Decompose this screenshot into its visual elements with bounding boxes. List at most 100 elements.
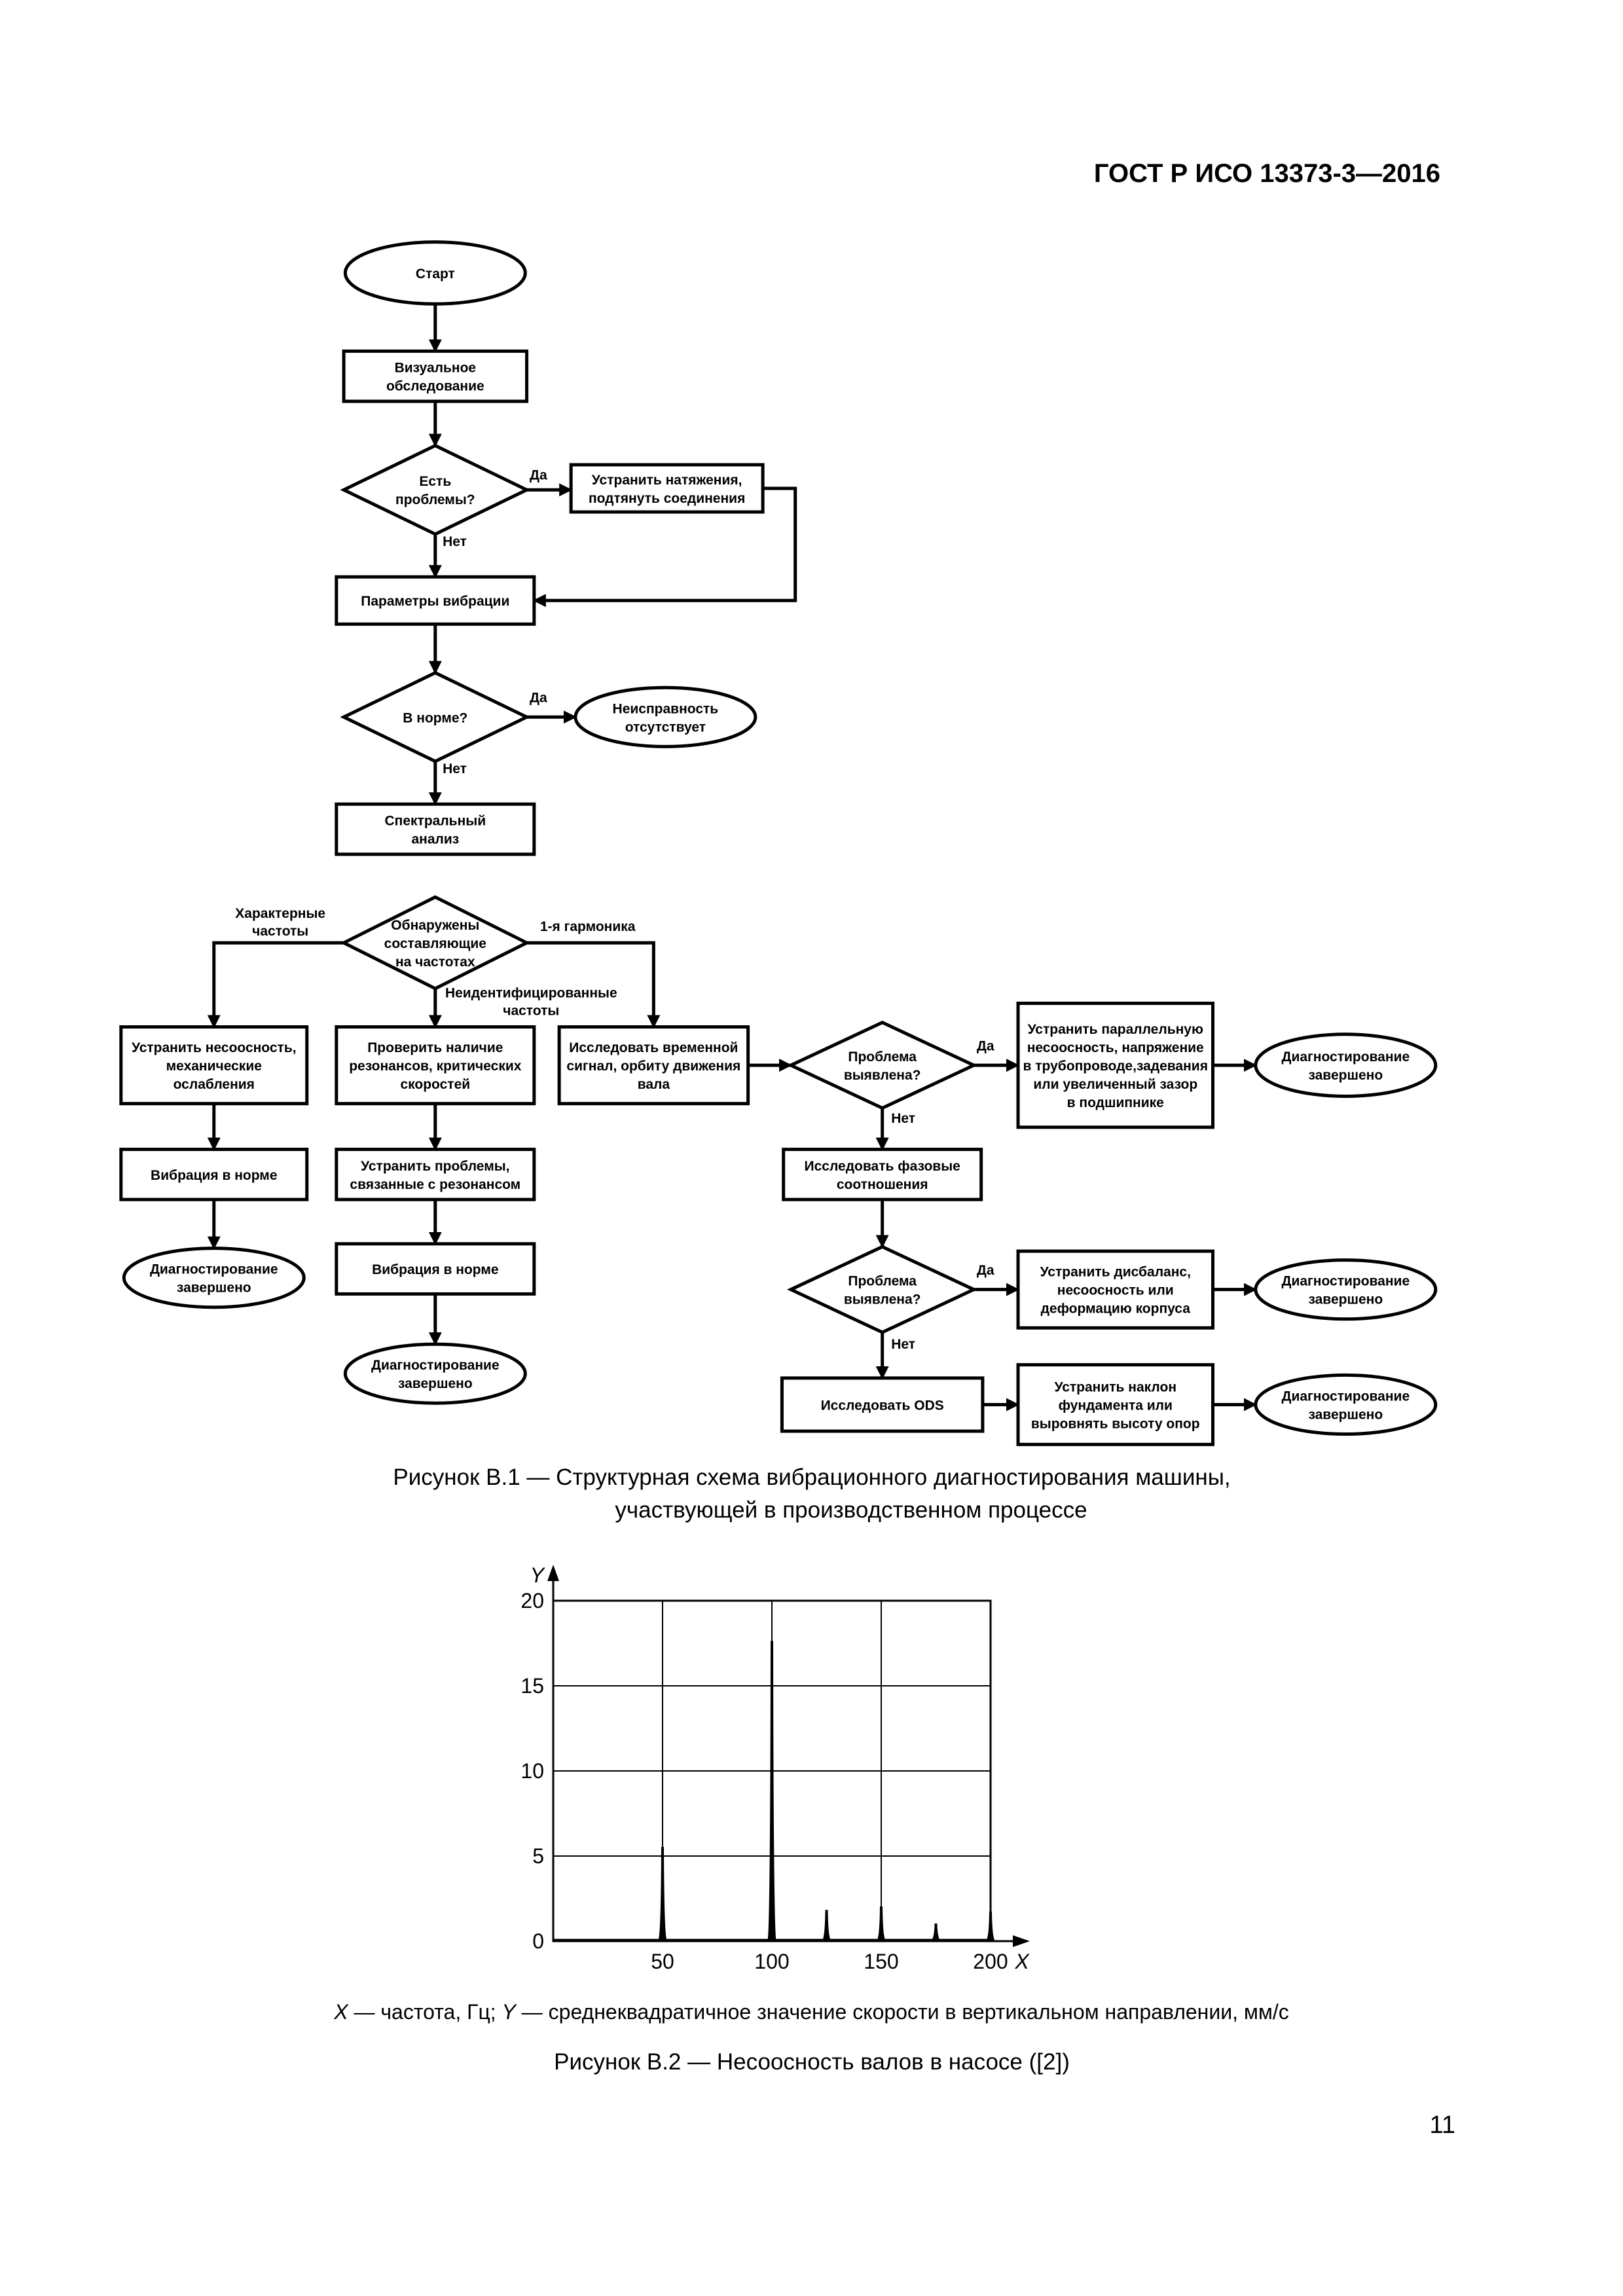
node-visual: Визуальное обследование — [342, 349, 529, 403]
figure1-caption: Рисунок В.1 — Структурная схема вибрацио… — [196, 1461, 1427, 1527]
flow-arrow — [532, 486, 797, 608]
spectrum-peak — [657, 1847, 668, 1942]
edge-label-no2: Нет — [443, 761, 467, 776]
node-text: составляющие — [384, 936, 486, 951]
node-text: обследование — [386, 379, 484, 394]
edge-label-unidentified: частоты — [503, 1003, 559, 1018]
node-text: Параметры вибрации — [361, 594, 509, 609]
node-phase: Исследовать фазовые соотношения — [782, 1148, 983, 1201]
edge-label-no1: Нет — [443, 534, 467, 549]
node-text: выявлена? — [844, 1292, 921, 1307]
node-text: Старт — [416, 266, 455, 282]
node-text: в трубопроводе,задевания — [1023, 1059, 1208, 1074]
node-text: механические — [166, 1059, 262, 1074]
node-text: Диагностирование — [150, 1262, 278, 1277]
edge-label-yes4: Да — [977, 1263, 994, 1278]
node-text: завершено — [1308, 1068, 1383, 1083]
node-text: Исследовать фазовые — [805, 1159, 960, 1174]
y-tick-label: 15 — [520, 1674, 544, 1698]
spectrum-peak — [821, 1910, 832, 1942]
legend-y-text: — среднеквадратичное значение скорости в… — [515, 2000, 1289, 2024]
legend-y-symbol: Y — [501, 2000, 516, 2024]
edge-label-char-freq: Характерные — [235, 906, 325, 921]
flowchart-nodes: СтартВизуальноеобследованиеЕстьпроблемы?… — [119, 240, 1438, 1446]
node-text: Устранить параллельную — [1028, 1022, 1203, 1037]
node-components: Обнаружены составляющие на частотах — [340, 895, 531, 991]
node-fix-parallel: Устранить параллельную несоосность, напря… — [1016, 1001, 1214, 1129]
node-text: Обнаружены — [391, 918, 479, 933]
y-tick-label: 20 — [520, 1589, 544, 1613]
node-text: сигнал, орбиту движения — [566, 1059, 740, 1074]
edge-label-yes1: Да — [530, 467, 547, 483]
flow-arrow — [207, 941, 344, 1029]
node-text: Проверить наличие — [367, 1040, 503, 1055]
node-text: Проблема — [848, 1049, 917, 1065]
node-text: Неисправность — [613, 701, 719, 716]
node-text: Устранить проблемы, — [361, 1159, 509, 1174]
node-text: Визуальное — [395, 361, 477, 376]
node-vib-params: Параметры вибрации — [335, 575, 536, 626]
node-text: Диагностирование — [1281, 1049, 1410, 1065]
node-time-signal: Исследовать временной сигнал, орбиту движ… — [557, 1025, 750, 1106]
node-text: Диагностирование — [1281, 1389, 1410, 1404]
node-text: Исследовать ODS — [821, 1398, 944, 1413]
node-text: на частотах — [395, 955, 475, 970]
node-text: завершено — [177, 1281, 251, 1296]
node-text: Вибрация в норме — [372, 1262, 498, 1277]
y-axis-label: Y — [530, 1565, 546, 1587]
edge-label-no3: Нет — [891, 1111, 915, 1126]
flowchart-edges — [207, 304, 1257, 1412]
node-text: несоосность, напряжение — [1027, 1040, 1204, 1055]
edge-label-char-freq: частоты — [252, 924, 308, 939]
node-text: отсутствует — [625, 720, 706, 735]
node-text: Есть — [419, 474, 451, 489]
node-text: подтянуть соединения — [589, 491, 745, 506]
node-fix-unbalance: Устранить дисбаланс, несоосность или дефор… — [1016, 1249, 1214, 1330]
figure1-caption-line2: участвующей в производственном процессе — [615, 1497, 1087, 1523]
node-done1: Диагностирование завершено — [1254, 1032, 1438, 1098]
node-text: выявлена? — [844, 1068, 921, 1083]
node-vib-norm1: Вибрация в норме — [119, 1148, 309, 1201]
node-text: В норме? — [403, 710, 467, 725]
flowchart: СтартВизуальноеобследованиеЕстьпроблемы?… — [119, 240, 1438, 1446]
node-text: соотношения — [837, 1177, 928, 1192]
node-text: анализ — [411, 832, 459, 847]
y-tick-label: 0 — [532, 1929, 544, 1953]
x-axis-arrowhead — [1013, 1935, 1030, 1947]
y-tick-label: 5 — [532, 1844, 544, 1868]
node-text: Устранить несоосность, — [132, 1040, 297, 1055]
figure1-caption-line1: Рисунок В.1 — Структурная схема вибрацио… — [393, 1465, 1231, 1490]
node-fix-res: Устранить проблемы, связанные с резонансо… — [335, 1148, 536, 1201]
node-text: деформацию корпуса — [1041, 1302, 1191, 1317]
node-text: выровнять высоту опор — [1031, 1416, 1200, 1431]
node-text: Проблема — [848, 1274, 917, 1289]
x-tick-label: 200 — [973, 1950, 1008, 1971]
node-text: Устранить дисбаланс, — [1040, 1265, 1191, 1280]
node-text: ослабления — [173, 1077, 255, 1092]
node-normal: В норме? — [340, 670, 531, 763]
edge-label-harmonic1: 1-я гармоника — [540, 919, 636, 934]
page-number: 11 — [1429, 2111, 1455, 2139]
spectrum-peak — [876, 1906, 886, 1942]
node-text: Диагностирование — [371, 1358, 500, 1373]
node-fix-misalign: Устранить несоосность, механические ослабл… — [119, 1025, 309, 1106]
node-fix-tension: Устранить натяжения,подтянуть соединения — [569, 463, 765, 514]
spectrum-peak — [930, 1923, 941, 1942]
edge-label-yes2: Да — [530, 691, 547, 706]
node-text: Исследовать временной — [569, 1040, 738, 1055]
node-text: Диагностирование — [1281, 1274, 1410, 1289]
y-tick-label: 10 — [520, 1759, 544, 1783]
node-text: завершено — [1308, 1407, 1383, 1422]
figure2-legend: X — частота, Гц; Y — среднеквадратичное … — [131, 2000, 1492, 2024]
node-text: или увеличенный зазор — [1033, 1077, 1197, 1092]
node-done-left: Диагностирование завершено — [122, 1247, 306, 1309]
node-vib-norm2: Вибрация в норме — [335, 1242, 536, 1296]
node-text: несоосность или — [1057, 1283, 1174, 1298]
node-text: связанные с резонансом — [350, 1177, 520, 1192]
